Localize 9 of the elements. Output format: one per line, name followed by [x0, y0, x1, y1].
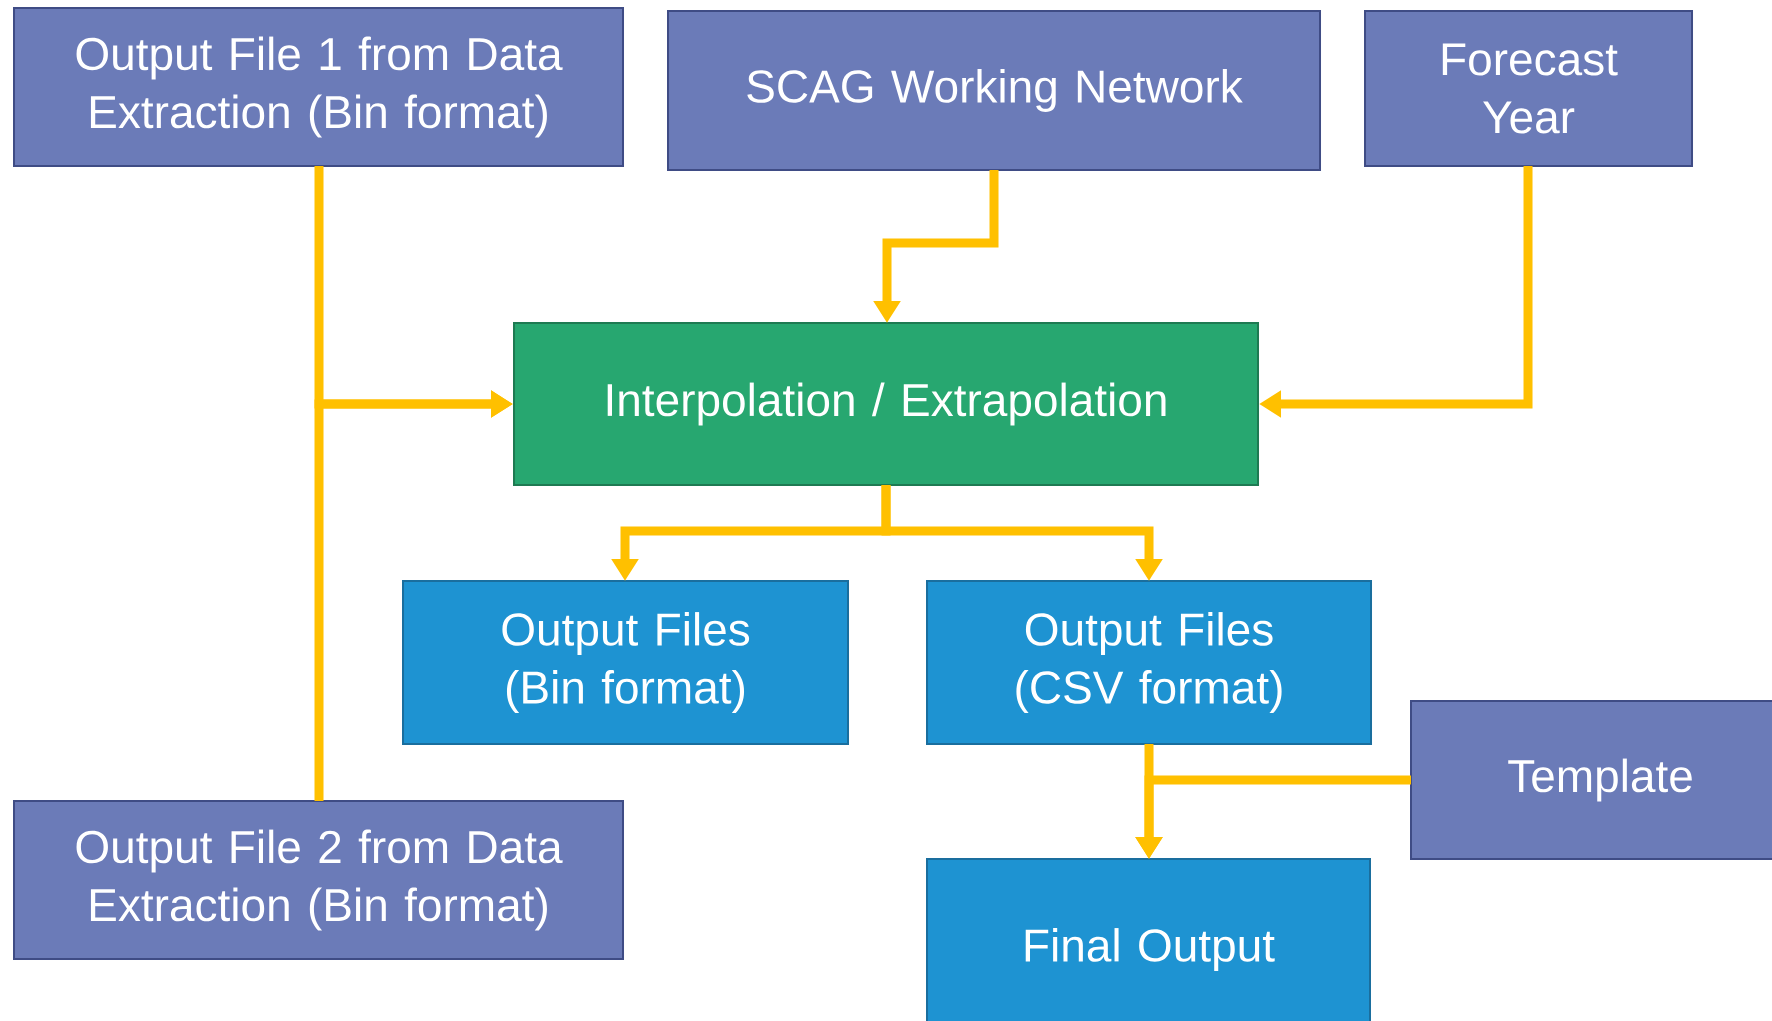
output-box: Output Files (CSV format): [926, 580, 1372, 745]
input-box: SCAG Working Network: [667, 10, 1321, 171]
input-box: Forecast Year: [1364, 10, 1693, 167]
input-box: Output File 2 from Data Extraction (Bin format): [13, 800, 624, 960]
output-box: Final Output: [926, 858, 1371, 1021]
process-box: Interpolation / Extrapolation: [513, 322, 1259, 486]
input-box: Output File 1 from Data Extraction (Bin format): [13, 7, 624, 167]
output-box: Output Files (Bin format): [402, 580, 849, 745]
input-box: Template: [1410, 700, 1772, 860]
